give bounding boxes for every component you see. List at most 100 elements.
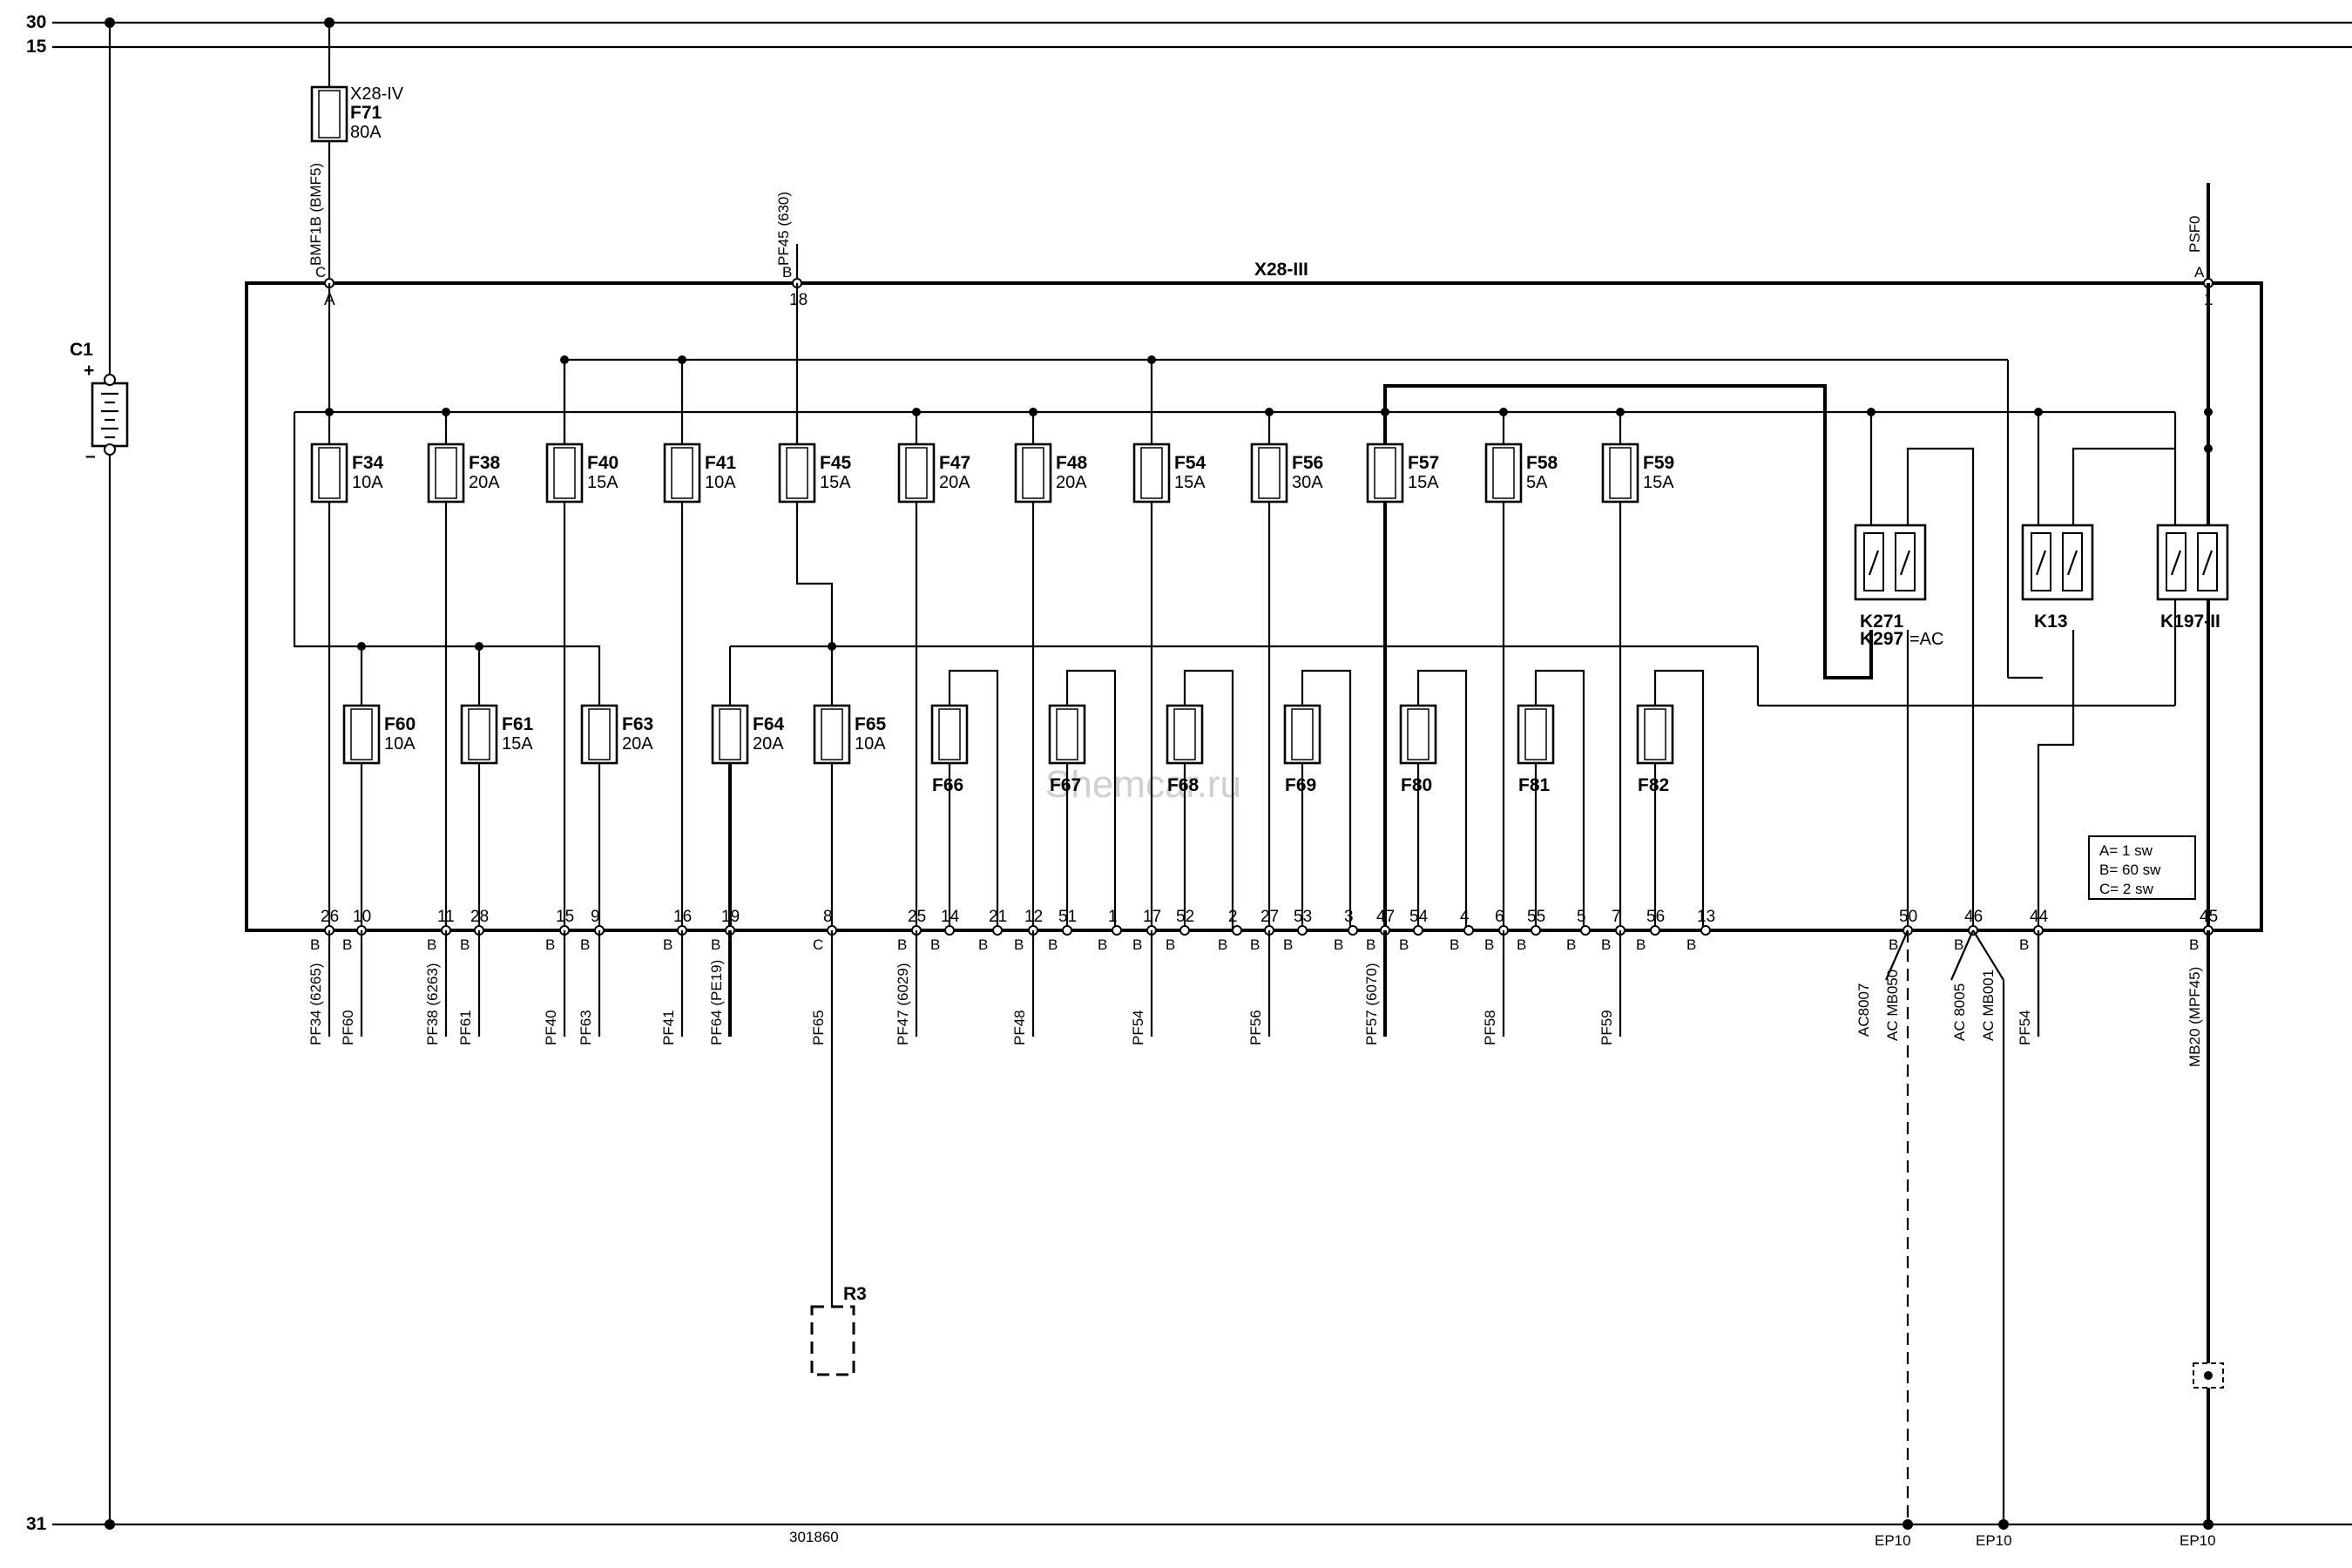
pin-letter: B bbox=[1166, 936, 1175, 953]
pin-letter: B bbox=[310, 936, 320, 953]
pin-number: 17 bbox=[1143, 908, 1161, 926]
pin-number: 46 bbox=[1964, 908, 1983, 926]
fuse-f81: F81 bbox=[1517, 704, 1555, 795]
ep-label: EP10 bbox=[1976, 1532, 2012, 1549]
pin-letter: B bbox=[1601, 936, 1611, 953]
fuse-rating: 5A bbox=[1526, 473, 1548, 492]
wire-label: PF54 bbox=[2017, 1010, 2033, 1045]
fuse-label: F56 bbox=[1292, 453, 1323, 473]
pin-number: 27 bbox=[1260, 908, 1279, 926]
pin-letter: B bbox=[1566, 936, 1576, 953]
fuse-rating: 15A bbox=[587, 473, 618, 492]
top-pins: C A B 18 A 1 bbox=[315, 264, 2213, 309]
fuse-label: F63 bbox=[622, 714, 653, 734]
pin-letter: B bbox=[1954, 936, 1963, 953]
pin-letter: C bbox=[813, 936, 823, 953]
wire-label: PF40 bbox=[543, 1010, 559, 1045]
fuse-rating: 15A bbox=[1408, 473, 1439, 492]
pin-letter: B bbox=[782, 264, 792, 280]
fuse-label: F34 bbox=[352, 453, 384, 473]
pin-letter: B bbox=[1014, 936, 1024, 953]
pin-number: 16 bbox=[673, 908, 692, 926]
upper-fuse-row: F3410AF3820AF4015AF4110AF4515AF4720AF482… bbox=[310, 355, 1674, 930]
fuse-label: F81 bbox=[1518, 775, 1551, 795]
wire-label: PF56 bbox=[1247, 1010, 1264, 1045]
wire-label: PF59 bbox=[1598, 1010, 1615, 1045]
fuse-label: F66 bbox=[932, 775, 963, 795]
fuse-f68: F68 bbox=[1166, 704, 1204, 795]
fuse-f69: F69 bbox=[1283, 704, 1321, 795]
wire-label: PF41 bbox=[660, 1010, 677, 1045]
pin-number: 51 bbox=[1058, 908, 1077, 926]
f71-location: X28-IV bbox=[350, 84, 404, 104]
pin-number: 9 bbox=[591, 908, 600, 926]
fuse-rating: 15A bbox=[502, 734, 533, 754]
fuse-rating: 20A bbox=[753, 734, 784, 754]
fuse-f71 bbox=[310, 85, 348, 143]
fuse-rating: 15A bbox=[1643, 473, 1674, 492]
legend-a: A= 1 sw bbox=[2099, 842, 2153, 859]
fuse-label: F48 bbox=[1056, 453, 1088, 473]
wire-label: PSF0 bbox=[2186, 215, 2203, 253]
pin-letter: B bbox=[2189, 936, 2199, 953]
pin-number: 44 bbox=[2030, 908, 2049, 926]
pin-number: 3 bbox=[1344, 908, 1354, 926]
fuse-label: F47 bbox=[939, 453, 970, 473]
pin-letter: B bbox=[1048, 936, 1058, 953]
fuse-label: F82 bbox=[1638, 775, 1669, 795]
battery-minus: – bbox=[85, 446, 96, 466]
wire-label: MB20 (MPF45) bbox=[2186, 967, 2203, 1067]
r3-label: R3 bbox=[843, 1284, 867, 1304]
pin-number: 1 bbox=[1108, 908, 1118, 926]
wire-label: PF57 (6070) bbox=[1363, 963, 1380, 1046]
battery-c1: C1 + – bbox=[70, 23, 129, 1524]
relay-suffix: =AC bbox=[1909, 630, 1943, 649]
wire-label: AC8007 bbox=[1855, 983, 1872, 1037]
fuse-label: F40 bbox=[587, 453, 618, 473]
fuse-f82: F82 bbox=[1636, 704, 1674, 795]
pin-number: 25 bbox=[908, 908, 926, 926]
pin-letter: B bbox=[663, 936, 672, 953]
pin-number: 8 bbox=[823, 908, 833, 926]
wire-label: BMF1B (BMF5) bbox=[308, 163, 324, 266]
fuse-label: F80 bbox=[1401, 775, 1432, 795]
pin-number: 50 bbox=[1899, 908, 1917, 926]
pin-letter: B bbox=[1399, 936, 1409, 953]
bus-wiring bbox=[293, 283, 2213, 930]
wire-label: PF48 bbox=[1011, 1010, 1028, 1045]
wire-label: PF38 (6263) bbox=[424, 963, 441, 1046]
pin-number: 14 bbox=[941, 908, 960, 926]
fuse-rating: 15A bbox=[820, 473, 851, 492]
relay-label: K197-II bbox=[2160, 612, 2220, 632]
pin-number: 19 bbox=[721, 908, 740, 926]
wire-label: PF64 (PE19) bbox=[708, 960, 725, 1045]
fuse-rating: 10A bbox=[352, 473, 383, 492]
wire-label: PF61 bbox=[457, 1010, 474, 1045]
relay-label: K297 bbox=[1860, 629, 1903, 649]
pin-letter: B bbox=[580, 936, 590, 953]
relay-label: K13 bbox=[2034, 612, 2068, 632]
f71-rating: 80A bbox=[350, 123, 382, 142]
pin-letter: B bbox=[1636, 936, 1646, 953]
fuse-label: F65 bbox=[855, 714, 887, 734]
pin-number: 56 bbox=[1646, 908, 1665, 926]
relay-k13: K13 bbox=[2021, 524, 2094, 632]
pin-number: 12 bbox=[1024, 908, 1043, 926]
pin-number: 10 bbox=[353, 908, 371, 926]
fuse-label: F67 bbox=[1050, 775, 1081, 795]
pin-letter: B bbox=[1132, 936, 1142, 953]
ep-label: EP10 bbox=[1875, 1532, 1911, 1549]
pin-number: 28 bbox=[470, 908, 489, 926]
box-title: X28-III bbox=[1254, 260, 1308, 280]
pin-number: 5 bbox=[1577, 908, 1586, 926]
